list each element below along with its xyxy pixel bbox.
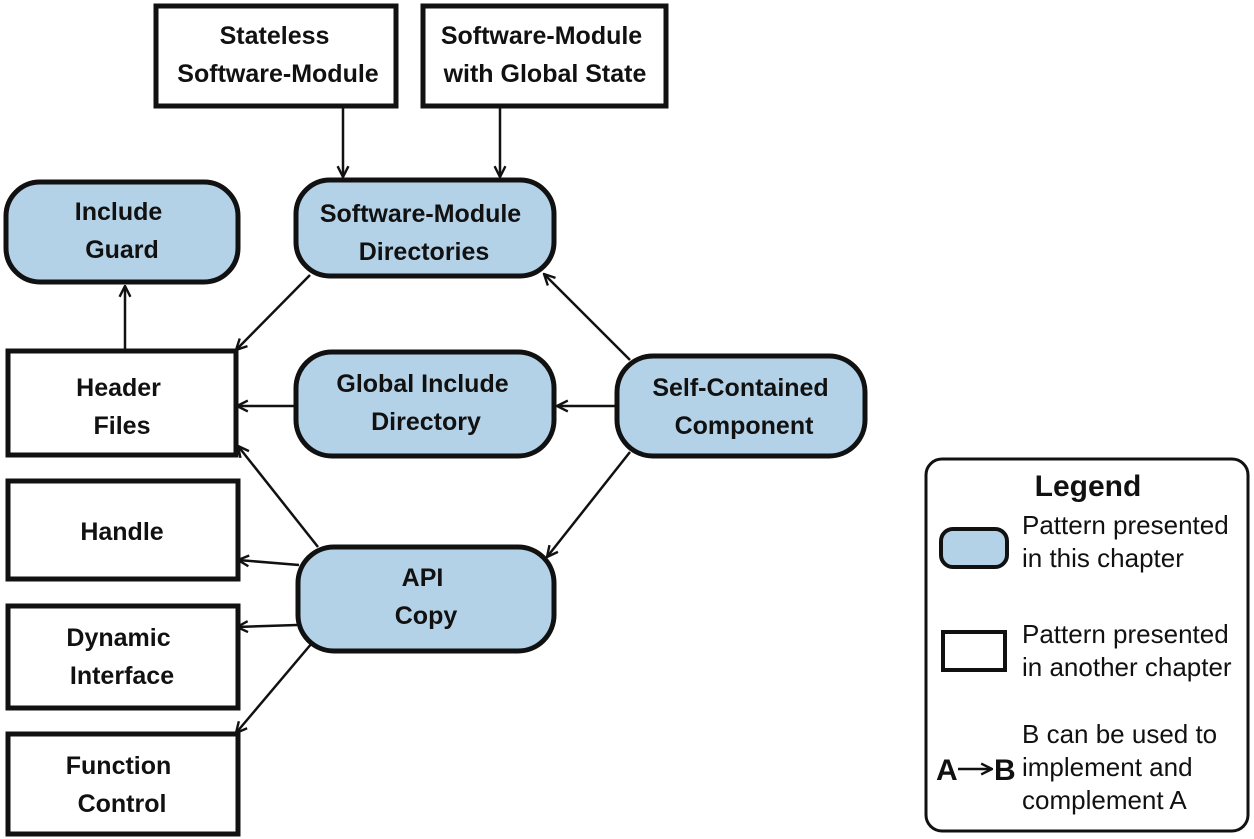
node-sw-dirs-line-1: Software-Module: [320, 200, 521, 228]
node-function-control-line-1: Function: [66, 752, 172, 780]
node-global-state-line-2: with Global State: [443, 60, 647, 88]
legend-other-chapter-line-1: Pattern presented: [1022, 619, 1229, 649]
node-include-guard-line-1: Include: [75, 198, 163, 226]
edge-sw-dirs-to-header-files: [236, 274, 311, 350]
svg-text:Include Guard: Include Guard: [75, 198, 169, 264]
node-global-state: Software-Module with Global State: [420, 3, 669, 109]
svg-text:Stateless Software-Modul: Stateless Software-Module: [177, 22, 378, 88]
svg-text:Handle: Handle: [80, 518, 163, 546]
svg-text:B can be used to impleme: B can be used to implement and complemen…: [1022, 719, 1224, 815]
node-header-files: Header Files: [5, 348, 239, 458]
node-api-copy-line-1: API: [402, 564, 444, 592]
legend-arrow-text-line-2: implement and: [1022, 752, 1193, 782]
svg-text:Self-Contained Component: Self-Contained Component: [652, 374, 835, 440]
node-stateless: Stateless Software-Module: [153, 3, 399, 109]
node-include-guard-line-2: Guard: [85, 236, 159, 264]
node-stateless-line-2: Software-Module: [177, 60, 378, 88]
edges: [125, 108, 631, 733]
edge-api-copy-to-handle: [238, 560, 300, 565]
svg-text:Dynamic Interface: Dynamic Interface: [66, 624, 177, 690]
node-self-contained-line-2: Component: [675, 412, 815, 440]
svg-text:API Copy: API Copy: [395, 564, 458, 630]
svg-text:Header Files: Header Files: [76, 374, 168, 440]
node-handle-line-1: Handle: [80, 518, 163, 546]
legend-this-chapter-line-1: Pattern presented: [1022, 510, 1229, 540]
node-function-control: Function Control: [5, 731, 241, 837]
legend-this-chapter-swatch: [939, 527, 1009, 569]
svg-text:Pattern presented in ano: Pattern presented in another chapter: [1022, 619, 1236, 682]
node-api-copy: API Copy: [295, 544, 557, 654]
node-stateless-line-1: Stateless: [220, 22, 330, 50]
node-global-state-line-1: Software-Module: [441, 22, 642, 50]
node-dynamic-interface-line-1: Dynamic: [66, 624, 170, 652]
node-self-contained-line-1: Self-Contained: [652, 374, 828, 402]
node-sw-dirs: Software-Module Directories: [293, 177, 557, 279]
node-global-include: Global Include Directory: [293, 349, 557, 459]
legend: Legend Pattern presented in this chapter…: [924, 457, 1250, 833]
edge-api-copy-to-function-control: [236, 642, 313, 733]
svg-text:Pattern presented in thi: Pattern presented in this chapter: [1022, 510, 1236, 573]
node-global-include-line-2: Directory: [371, 408, 481, 436]
legend-arrow-b: B: [994, 754, 1016, 787]
edge-self-contained-to-sw-dirs: [544, 274, 631, 361]
node-dynamic-interface-line-2: Interface: [70, 662, 174, 690]
legend-arrow-text-line-1: B can be used to: [1022, 719, 1217, 749]
node-function-control-line-2: Control: [78, 790, 167, 818]
edge-self-contained-to-api-copy: [547, 451, 631, 557]
node-global-include-line-1: Global Include: [336, 370, 508, 398]
node-sw-dirs-line-2: Directories: [359, 238, 490, 266]
edge-api-copy-to-header-files: [238, 446, 319, 548]
edge-api-copy-to-dynamic-interface: [237, 625, 298, 627]
node-header-files-line-2: Files: [94, 412, 151, 440]
node-header-files-line-1: Header: [76, 374, 161, 402]
svg-text:Global Include Directory: Global Include Directory: [336, 370, 515, 436]
legend-title: Legend: [1035, 470, 1142, 503]
legend-other-chapter-swatch: [941, 630, 1007, 672]
legend-other-chapter-line-2: in another chapter: [1022, 652, 1232, 682]
svg-text:Software-Module with Glo: Software-Module with Global State: [441, 22, 649, 88]
node-handle: Handle: [5, 478, 241, 582]
svg-text:Function Control: Function Control: [66, 752, 178, 818]
node-self-contained: Self-Contained Component: [614, 353, 868, 459]
legend-this-chapter-line-2: in this chapter: [1022, 543, 1184, 573]
legend-arrow-a: A: [936, 754, 958, 787]
node-api-copy-line-2: Copy: [395, 602, 458, 630]
svg-text:Software-Module Director: Software-Module Directories: [320, 200, 528, 266]
node-dynamic-interface: Dynamic Interface: [5, 603, 241, 711]
node-include-guard: Include Guard: [3, 179, 241, 285]
legend-arrow-text-line-3: complement A: [1022, 785, 1187, 815]
